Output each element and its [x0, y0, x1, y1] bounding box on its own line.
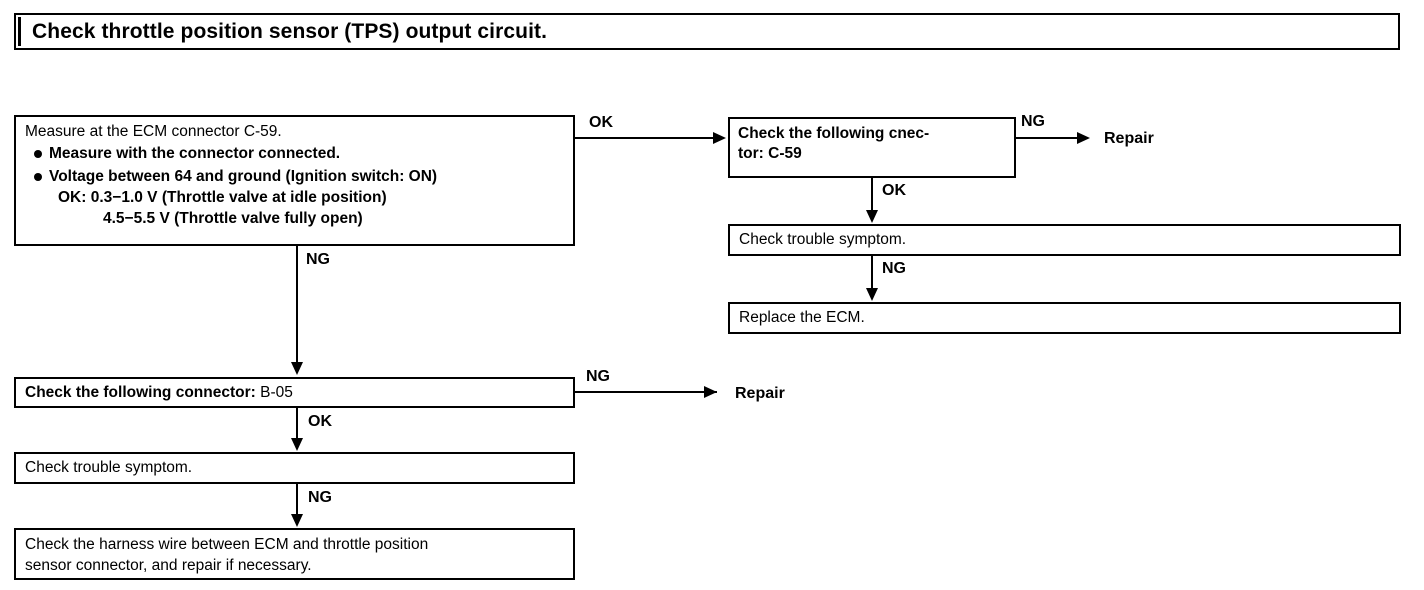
measure-heading: Measure at the ECM connector C-59.	[25, 123, 282, 140]
edge-label-c59-to-repair: NG	[1021, 113, 1045, 130]
box-right-check-trouble-symptom: Check trouble symptom.	[728, 224, 1401, 256]
edge-arrow-b05-to-repair	[704, 386, 717, 398]
edge-label-c59-to-symptom: OK	[882, 182, 906, 199]
right-check-trouble-symptom-text: Check trouble symptom.	[739, 231, 907, 248]
page-title-bar: Check throttle position sensor (TPS) out…	[14, 13, 1400, 50]
edge-line-b05-to-symptom	[296, 408, 298, 440]
page-title: Check throttle position sensor (TPS) out…	[32, 20, 548, 43]
check-connector-c59-line1: Check the following cnec-	[738, 125, 930, 142]
box-check-connector-c59-content: Check the following cnec- tor: C-59	[730, 119, 1014, 169]
box-check-connector-b05-content: Check the following connector: B-05	[16, 379, 573, 407]
edge-label-main-to-c59: OK	[589, 114, 613, 131]
edge-line-lsymptom-to-harness	[296, 484, 298, 516]
edge-label-rsymptom-to-ecm: NG	[882, 260, 906, 277]
measure-ok-value-1: 0.3−1.0 V (Throttle valve at idle positi…	[90, 189, 387, 207]
measure-ok-label: OK:	[58, 189, 87, 207]
edge-arrow-main-to-b05	[291, 362, 303, 375]
box-check-harness-wire: Check the harness wire between ECM and t…	[14, 528, 575, 580]
measure-bullet-2-text: Voltage between 64 and ground (Ignition …	[49, 167, 438, 185]
check-connector-c59-line2: tor: C-59	[738, 145, 802, 163]
edge-label-b05-to-repair: NG	[586, 368, 610, 385]
edge-arrow-c59-to-repair	[1077, 132, 1090, 144]
edge-label-b05-to-symptom: OK	[308, 413, 332, 430]
replace-ecm-text: Replace the ECM.	[739, 309, 865, 326]
measure-ok-value-2: 4.5−5.5 V (Throttle valve fully open)	[103, 209, 363, 227]
edge-line-c59-to-repair	[1016, 137, 1078, 139]
edge-arrow-lsymptom-to-harness	[291, 514, 303, 527]
harness-line-2: sensor connector, and repair if necessar…	[25, 556, 312, 574]
box-check-connector-c59: Check the following cnec- tor: C-59	[728, 117, 1016, 178]
edge-line-b05-to-repair	[575, 391, 717, 393]
bullet-dot-icon	[25, 146, 49, 161]
edge-arrow-c59-to-symptom	[866, 210, 878, 223]
edge-line-c59-to-symptom	[871, 178, 873, 212]
left-check-trouble-symptom-text: Check trouble symptom.	[25, 459, 193, 476]
terminal-repair-top: Repair	[1104, 130, 1154, 147]
box-replace-ecm: Replace the ECM.	[728, 302, 1401, 334]
box-left-check-trouble-symptom: Check trouble symptom.	[14, 452, 575, 484]
terminal-repair-bottom: Repair	[735, 385, 785, 402]
measure-bullet-2: Voltage between 64 and ground (Ignition …	[25, 167, 564, 187]
box-check-connector-b05: Check the following connector: B-05	[14, 377, 575, 408]
edge-line-rsymptom-to-ecm	[871, 256, 873, 290]
box-measure-ecm-connector: Measure at the ECM connector C-59. Measu…	[14, 115, 575, 246]
measure-bullet-1-text: Measure with the connector connected.	[49, 145, 341, 163]
edge-line-main-to-c59	[575, 137, 714, 139]
measure-ok-row-1: OK: 0.3−1.0 V (Throttle valve at idle po…	[25, 188, 564, 208]
check-connector-b05-label: Check the following connector:	[25, 384, 256, 401]
box-measure-content: Measure at the ECM connector C-59. Measu…	[16, 117, 573, 233]
measure-bullet-1: Measure with the connector connected.	[25, 144, 564, 164]
edge-arrow-rsymptom-to-ecm	[866, 288, 878, 301]
edge-arrow-main-to-c59	[713, 132, 726, 144]
bullet-dot-icon	[25, 169, 49, 184]
edge-arrow-b05-to-symptom	[291, 438, 303, 451]
edge-label-lsymptom-to-harness: NG	[308, 489, 332, 506]
box-check-harness-wire-content: Check the harness wire between ECM and t…	[16, 530, 573, 582]
check-connector-b05-value: B-05	[260, 384, 293, 401]
harness-line-1: Check the harness wire between ECM and t…	[25, 536, 429, 553]
edge-line-main-to-b05	[296, 246, 298, 364]
edge-label-main-to-b05: NG	[306, 251, 330, 268]
